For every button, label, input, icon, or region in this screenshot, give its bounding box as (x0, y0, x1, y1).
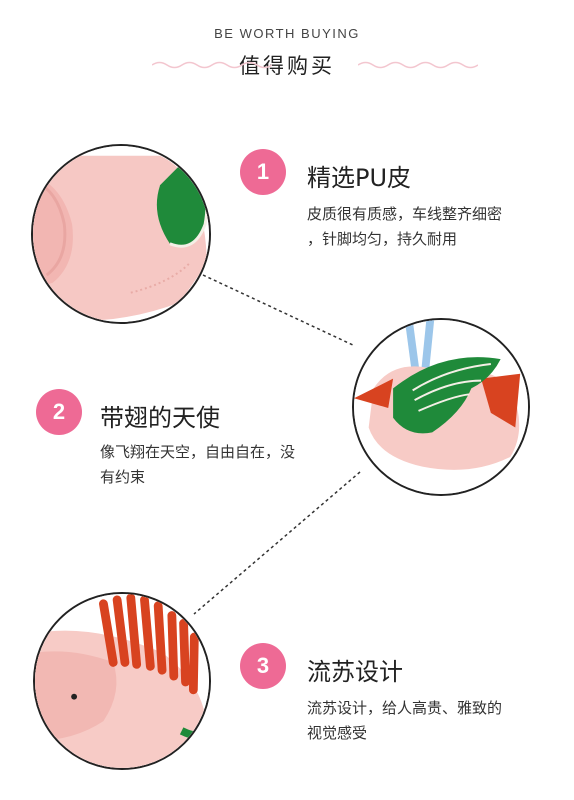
detail-image-wing (352, 318, 530, 496)
feature-3-description: 流苏设计，给人高贵、雅致的 视觉感受 (307, 696, 502, 746)
feature-2-description: 像飞翔在天空，自由自在，没 有约束 (100, 440, 295, 490)
feature-3-desc-line-2: 视觉感受 (307, 724, 368, 742)
feature-1-title: 精选PU皮 (307, 164, 412, 192)
feature-2-desc-line-1: 像飞翔在天空，自由自在，没 (100, 443, 296, 461)
connector-line-2 (193, 471, 361, 615)
detail-image-leather (31, 144, 211, 324)
feature-1-desc-line-1: 皮质很有质感，车线整齐细密 (307, 205, 503, 223)
feature-1-description: 皮质很有质感，车线整齐细密 ，针脚均匀，持久耐用 (307, 202, 502, 252)
detail-image-tassel (33, 592, 211, 770)
connector-line-1 (202, 274, 356, 347)
feature-1-number-badge: 1 (240, 149, 286, 195)
header-title-zh: 值得购买 (239, 54, 335, 78)
feature-1-desc-line-2: ，针脚均匀，持久耐用 (307, 230, 458, 248)
header-title-en: BE WORTH BUYING (214, 26, 360, 41)
feature-3-desc-line-1: 流苏设计，给人高贵、雅致的 (307, 699, 503, 717)
feature-3-title: 流苏设计 (307, 658, 403, 686)
feature-2-desc-line-2: 有约束 (100, 468, 146, 486)
feature-2-title: 带翅的天使 (100, 404, 220, 432)
feature-3-number-badge: 3 (240, 643, 286, 689)
feature-2-number-badge: 2 (36, 389, 82, 435)
right-wave-decoration (358, 61, 478, 69)
left-wave-decoration (152, 61, 272, 69)
